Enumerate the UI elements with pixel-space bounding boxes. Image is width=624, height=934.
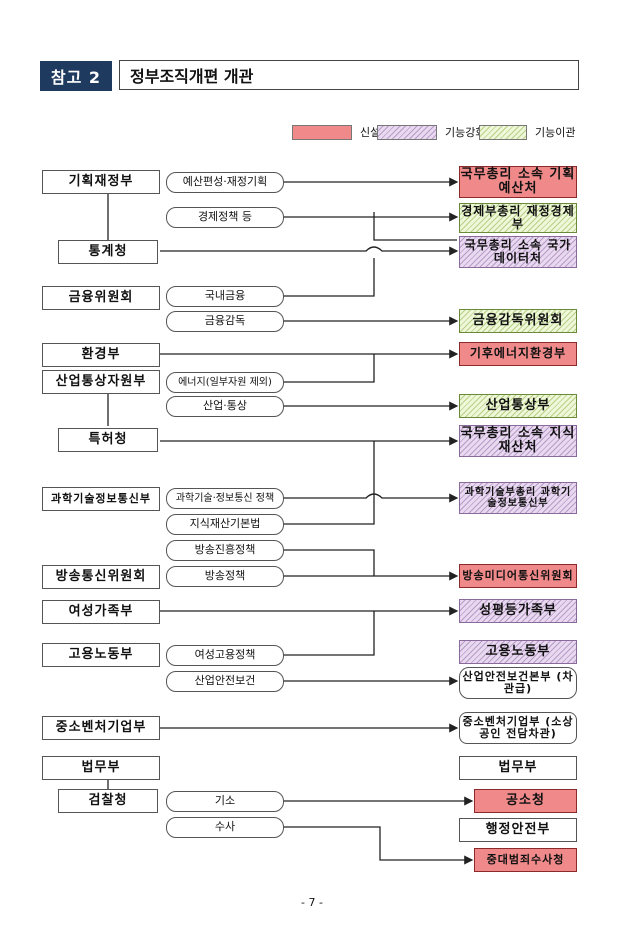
org-kcc: 방송통신위원회	[42, 565, 160, 589]
func-broad-pro: 방송진흥정책	[166, 540, 284, 561]
org-kipo: 특허청	[58, 428, 158, 452]
func-dom-fin: 국내금융	[166, 286, 284, 307]
new-safety: 산업안전보건본부 (차관급)	[459, 667, 577, 699]
func-econ: 경제정책 등	[166, 207, 284, 228]
org-fsc: 금융위원회	[42, 286, 160, 310]
new-prosec: 공소청	[474, 789, 577, 813]
new-data-office: 국무총리 소속 국가데이터처	[459, 236, 577, 268]
legend-transfer: 기능이관	[479, 124, 575, 140]
new-msit: 과학기술부총리 과학기술정보통신부	[459, 482, 577, 514]
reference-tag: 참고 2	[40, 61, 112, 91]
org-moel: 고용노동부	[42, 643, 160, 667]
legend-transfer-label: 기능이관	[535, 126, 576, 139]
legend-new: 신설	[292, 124, 380, 140]
new-trade-min: 산업통상부	[459, 394, 577, 418]
legend-transfer-swatch	[479, 124, 527, 140]
legend-strengthen-label: 기능강화	[445, 126, 486, 139]
func-women-emp: 여성고용정책	[166, 645, 284, 666]
func-prosecute: 기소	[166, 791, 284, 812]
new-labor: 고용노동부	[459, 640, 577, 664]
page-title: 정부조직개편 개관	[119, 60, 579, 90]
new-sic: 중대범죄수사청	[474, 848, 577, 872]
legend-new-swatch	[292, 124, 352, 140]
new-gender: 성평등가족부	[459, 599, 577, 623]
legend-strengthen-swatch	[377, 124, 437, 140]
func-budget: 예산편성·재정기획	[166, 172, 284, 193]
org-spo: 검찰청	[58, 789, 158, 813]
func-sci: 과학기술·정보통신 정책	[166, 488, 284, 509]
org-mss: 중소벤처기업부	[42, 716, 160, 740]
org-mogef: 여성가족부	[42, 600, 160, 624]
legend-new-label: 신설	[360, 126, 381, 139]
func-fin-sup: 금융감독	[166, 311, 284, 332]
func-energy: 에너지(일부자원 제외)	[166, 372, 284, 393]
func-ind-safety: 산업안전보건	[166, 671, 284, 692]
org-moef: 기획재정부	[42, 170, 160, 194]
new-moj: 법무부	[459, 756, 577, 780]
org-moj: 법무부	[42, 756, 160, 780]
new-budget-office: 국무총리 소속 기획예산처	[459, 166, 577, 198]
new-ip-office: 국무총리 소속 지식재산처	[459, 425, 577, 457]
new-mss: 중소벤처기업부 (소상공인 전담차관)	[459, 712, 577, 744]
org-motie: 산업통상자원부	[42, 370, 160, 394]
org-me: 환경부	[42, 343, 160, 367]
func-investigate: 수사	[166, 817, 284, 838]
new-media: 방송미디어통신위원회	[459, 564, 577, 588]
org-kostat: 통계청	[58, 240, 158, 264]
page-number: - 7 -	[301, 896, 323, 909]
func-broad-pol: 방송정책	[166, 566, 284, 587]
legend-strengthen: 기능강화	[377, 124, 485, 140]
func-trade: 산업·통상	[166, 396, 284, 417]
new-mois: 행정안전부	[459, 818, 577, 842]
new-mofe: 경제부총리 재정경제부	[459, 203, 577, 233]
func-ip-law: 지식재산기본법	[166, 514, 284, 535]
new-fss: 금융감독위원회	[459, 309, 577, 333]
org-msit: 과학기술정보통신부	[42, 487, 160, 511]
new-climate: 기후에너지환경부	[459, 342, 577, 366]
